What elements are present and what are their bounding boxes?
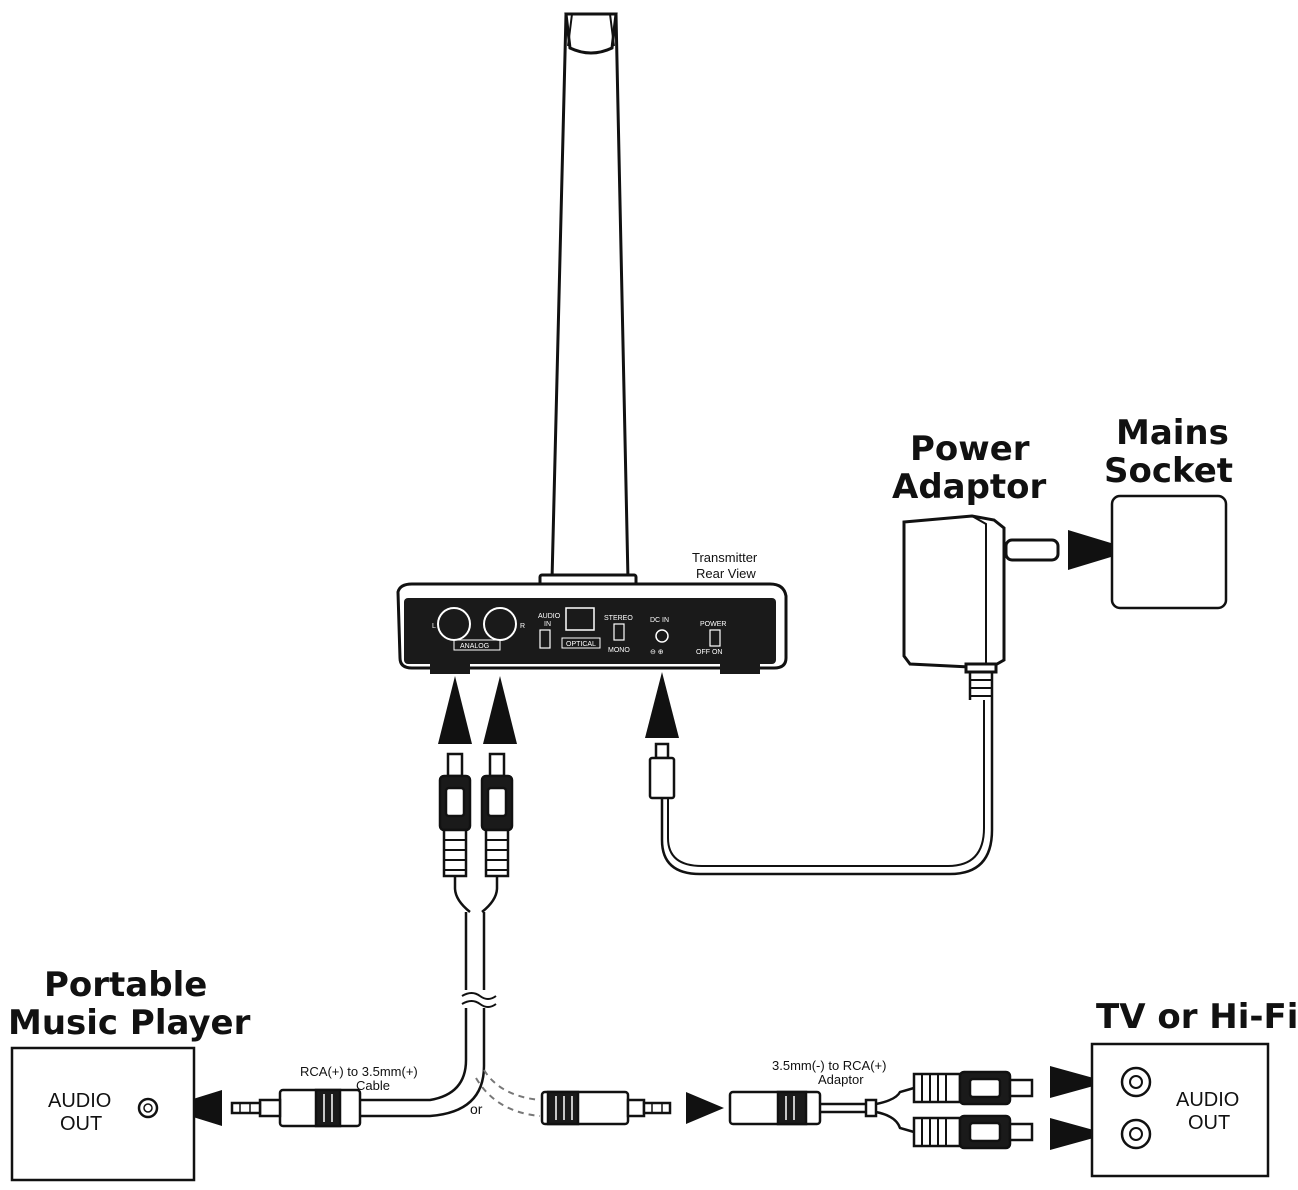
tv-hifi-label: TV or Hi-Fi: [1096, 997, 1298, 1037]
analog-right-jack: [483, 607, 517, 641]
transmitter-label-line1: Transmitter: [692, 550, 758, 565]
rca-cable: [358, 876, 499, 1118]
dc-in-jack: [655, 629, 669, 643]
audio-in-label-2: IN: [544, 621, 551, 628]
off-on-label: OFF ON: [696, 649, 722, 656]
portable-player-label-line2: Music Player: [8, 1003, 251, 1043]
cable-35mm-plug: [230, 1088, 362, 1128]
stereo-label: STEREO: [604, 615, 633, 622]
adaptor-wires: [820, 1086, 915, 1134]
adaptor-socket: [728, 1090, 822, 1126]
transmitter-antenna: [538, 12, 638, 589]
tv-audio-out-line1: AUDIO: [1176, 1089, 1239, 1111]
mains-socket-label-line1: Mains: [1116, 413, 1229, 453]
right-label: R: [520, 623, 525, 630]
tv-audio-out-line2: OUT: [1188, 1112, 1230, 1134]
middle-35mm-plug: [540, 1090, 672, 1126]
player-audio-out-line1: AUDIO: [48, 1090, 111, 1112]
optical-port: [565, 607, 595, 631]
adaptor-rca-plug-bottom: [912, 1114, 1034, 1150]
mains-socket-label-line2: Socket: [1104, 451, 1233, 491]
player-audio-out-line2: OUT: [60, 1113, 102, 1135]
alternative-dashed-path: [475, 1069, 541, 1117]
adaptor-rca-plug-top: [912, 1070, 1034, 1106]
portable-player-label-line1: Portable: [44, 965, 207, 1005]
left-label: L: [432, 623, 436, 630]
dc-plug: [648, 742, 676, 800]
audio-in-switch: [539, 629, 551, 649]
transmitter-label-line2: Rear View: [696, 566, 756, 581]
rca-plug-left: [438, 752, 472, 878]
arrow-right-mains: [1068, 530, 1134, 570]
rca-plug-right: [480, 752, 514, 878]
or-label: or: [470, 1101, 483, 1117]
power-label: POWER: [700, 621, 726, 628]
tv-hifi-box: AUDIO OUT: [1090, 1042, 1270, 1178]
transmitter-base: L R ANALOG AUDIO IN OPTICAL STEREO MONO …: [396, 582, 788, 674]
audio-in-label: AUDIO: [538, 613, 561, 620]
arrow-right-tv-top: [1050, 1066, 1108, 1098]
adaptor-label-line1: 3.5mm(-) to RCA(+): [772, 1058, 886, 1073]
arrow-up-left: [438, 676, 472, 744]
power-switch: [709, 629, 721, 647]
mono-label: MONO: [608, 647, 630, 654]
mains-socket-box: [1110, 494, 1228, 610]
stereo-mono-switch: [613, 623, 625, 641]
analog-label: ANALOG: [460, 643, 489, 650]
svg-text:⊖ ⊕: ⊖ ⊕: [650, 649, 664, 656]
arrow-up-right: [483, 676, 517, 744]
arrow-right-adaptor: [686, 1092, 724, 1124]
arrow-right-tv-bottom: [1050, 1118, 1108, 1150]
power-adaptor-label-line1: Power: [910, 429, 1030, 469]
transmitter-input-arrows: [438, 672, 679, 744]
adaptor-label-line2: Adaptor: [818, 1072, 864, 1087]
cable-label-line2: Cable: [356, 1078, 390, 1093]
portable-player-box: AUDIO OUT: [10, 1046, 196, 1182]
optical-label: OPTICAL: [566, 641, 596, 648]
arrow-up-dc: [645, 672, 679, 738]
cable-label-line1: RCA(+) to 3.5mm(+): [300, 1064, 418, 1079]
power-cable: [660, 700, 994, 876]
analog-left-jack: [437, 607, 471, 641]
power-adaptor: [902, 514, 1060, 700]
dc-in-label: DC IN: [650, 617, 669, 624]
power-adaptor-label-line2: Adaptor: [892, 467, 1047, 507]
